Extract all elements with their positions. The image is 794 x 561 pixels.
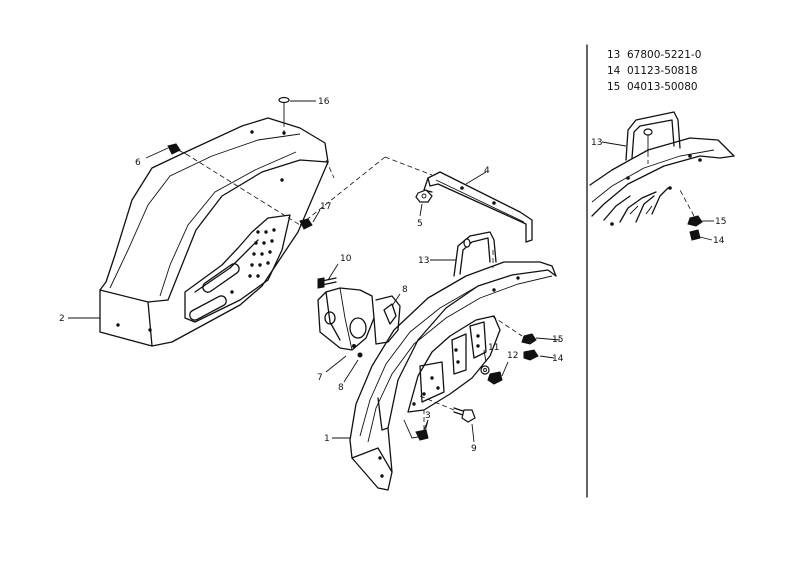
callout-3: 3 xyxy=(425,411,431,421)
callout-14: 14 xyxy=(552,354,564,364)
callout-8-lower: 8 xyxy=(338,383,344,393)
part-13-handle xyxy=(453,231,497,277)
part-12-nut xyxy=(487,371,503,385)
part-11-washer xyxy=(480,365,490,375)
part-4-bracket xyxy=(423,171,533,243)
parts-list: 13 67800-5221-0 14 01123-50818 15 04013-500… xyxy=(607,47,701,95)
parts-list-row: 15 04013-50080 xyxy=(607,79,701,95)
part-15-nut xyxy=(521,333,537,345)
callout-7: 7 xyxy=(317,373,323,383)
callout-13-detail: 13 xyxy=(591,138,602,148)
callout-16: 16 xyxy=(318,97,330,107)
callout-17: 17 xyxy=(320,202,331,212)
part-number-ref: 13 xyxy=(607,49,621,61)
part-14-bolt xyxy=(523,349,539,361)
part-code: 01123-50818 xyxy=(627,65,698,77)
callout-4: 4 xyxy=(484,166,490,176)
callout-leaders xyxy=(68,100,714,443)
detail-part-15-nut xyxy=(687,215,703,227)
detail-view xyxy=(589,137,735,226)
callout-14-detail: 14 xyxy=(713,236,725,246)
callout-9: 9 xyxy=(471,444,477,454)
part-number-ref: 14 xyxy=(607,65,621,77)
part-code: 67800-5221-0 xyxy=(627,49,702,61)
callout-13: 13 xyxy=(418,256,429,266)
callout-1: 1 xyxy=(324,434,330,444)
callout-11: 11 xyxy=(488,343,499,353)
part-5-nut xyxy=(415,189,433,203)
callout-15: 15 xyxy=(552,335,563,345)
callout-6: 6 xyxy=(135,158,141,168)
parts-list-row: 14 01123-50818 xyxy=(607,63,701,79)
part-3-bolt xyxy=(415,410,429,441)
detail-part-14-bolt xyxy=(679,189,701,241)
part-16-pin xyxy=(278,96,290,136)
callout-5: 5 xyxy=(417,219,423,229)
part-9-bolt xyxy=(419,395,476,423)
callout-12: 12 xyxy=(507,351,518,361)
detail-part-13-handle xyxy=(625,111,681,164)
part-10-bolt xyxy=(317,277,337,289)
callout-15-detail: 15 xyxy=(715,217,726,227)
parts-list-row: 13 67800-5221-0 xyxy=(607,47,701,63)
part-6-bolt xyxy=(167,143,301,226)
callout-8-upper: 8 xyxy=(402,285,408,295)
callout-10: 10 xyxy=(340,254,352,264)
part-code: 04013-50080 xyxy=(627,81,698,93)
part-1-fender xyxy=(349,261,557,491)
part-2-fender-cover xyxy=(99,117,329,347)
part-number-ref: 15 xyxy=(607,81,621,93)
callout-2: 2 xyxy=(59,314,65,324)
part-17-nut xyxy=(299,218,313,230)
part-7-mount-bracket xyxy=(317,287,401,358)
